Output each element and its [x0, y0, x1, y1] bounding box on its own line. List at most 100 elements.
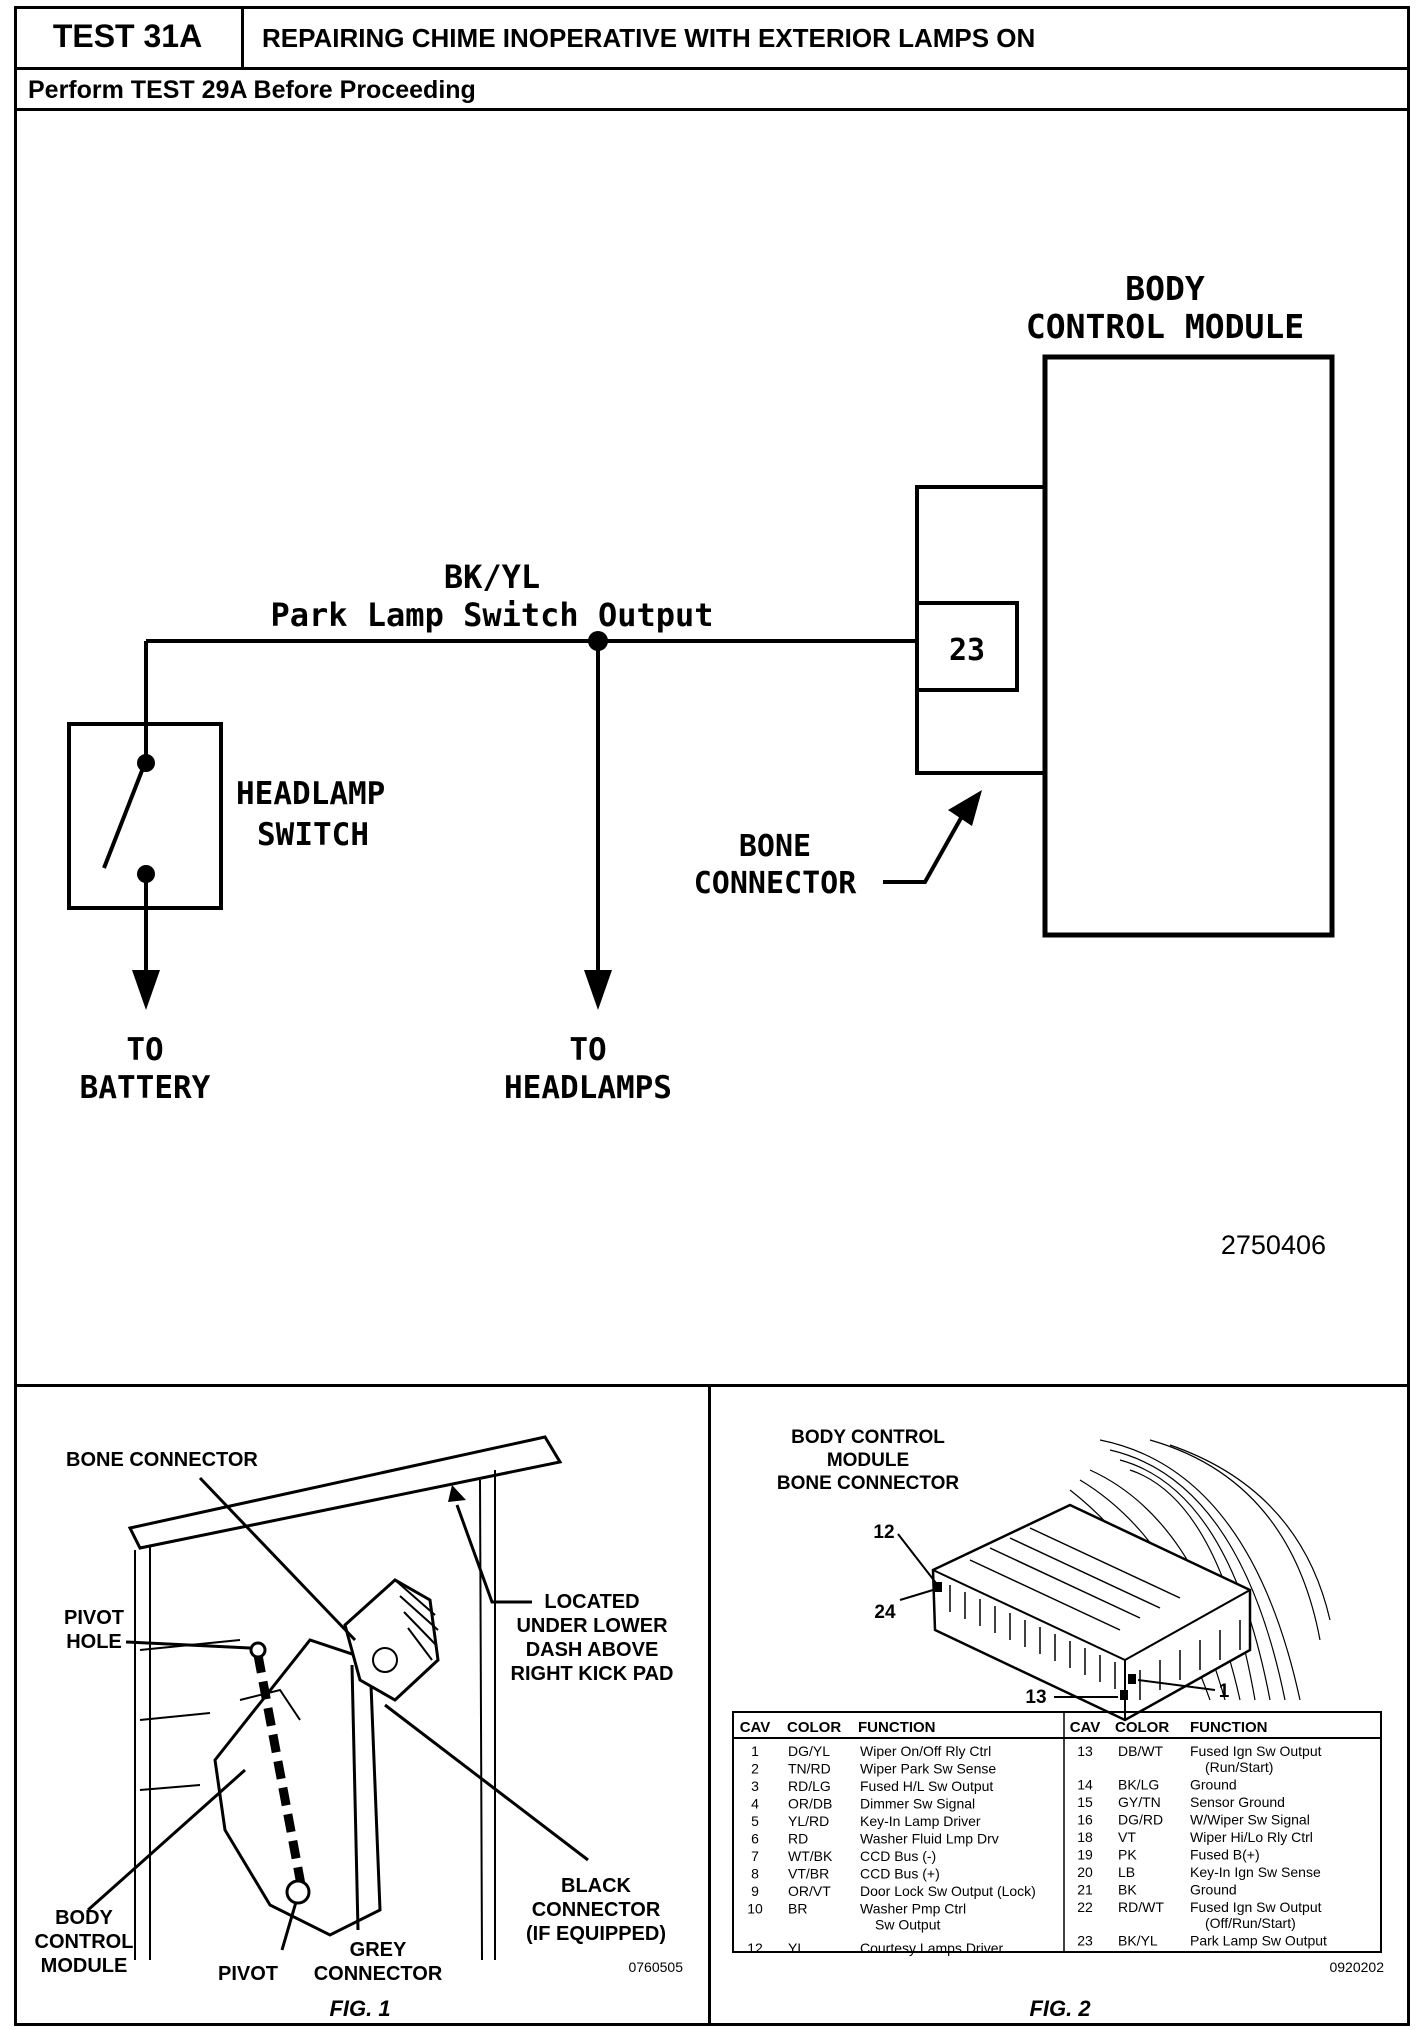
- table-cell-cav: 8: [751, 1866, 759, 1882]
- bcm-label-line1: BODY: [1125, 269, 1205, 308]
- table-cell-cav: 15: [1077, 1794, 1093, 1810]
- switch-blade: [102, 767, 145, 869]
- table-cell-color: LB: [1118, 1864, 1135, 1880]
- leader-pin-24: [899, 1589, 934, 1601]
- table-cell-function: Courtesy Lamps Driver: [860, 1940, 1003, 1956]
- divider: [14, 108, 1410, 111]
- pin-1-marker: [1128, 1674, 1136, 1684]
- table-cell-color: OR/DB: [788, 1796, 832, 1812]
- pin-13-marker: [1120, 1690, 1128, 1700]
- page-frame: [14, 6, 1410, 2026]
- table-cell-color: DG/YL: [788, 1743, 830, 1759]
- table-cell-cav: 14: [1077, 1777, 1093, 1793]
- table-cell-cav: 6: [751, 1831, 759, 1847]
- leader-pin-12: [897, 1533, 937, 1584]
- table-cell-function: Sensor Ground: [1190, 1794, 1285, 1810]
- table-cell-color: WT/BK: [788, 1848, 833, 1864]
- fig1-black-conn-line3: (IF EQUIPPED): [526, 1923, 666, 1945]
- connector-cavities: [949, 1527, 1241, 1700]
- table-cell-color: BR: [788, 1901, 807, 1917]
- cavity-number: 23: [949, 633, 985, 668]
- connector-fins: [394, 1579, 439, 1661]
- table-cell-function: Fused Ign Sw Output: [1190, 1899, 1322, 1915]
- table-cell-function: Fused B(+): [1190, 1847, 1260, 1863]
- table-header-cell: FUNCTION: [858, 1719, 936, 1736]
- bcm-module-shape: [213, 1638, 382, 1937]
- pivot-mark: [285, 1879, 311, 1905]
- table-header-cell: CAV: [740, 1719, 771, 1736]
- switch-label-line1: HEADLAMP: [236, 776, 385, 812]
- table-cell-cav: 12: [747, 1940, 763, 1956]
- table-cell-function: CCD Bus (+): [860, 1866, 940, 1882]
- fig2-caption: FIG. 2: [1029, 1996, 1091, 2021]
- fig1-bcm-line3: MODULE: [41, 1955, 128, 1977]
- table-cell-color: YL/RD: [788, 1813, 829, 1829]
- table-cell-color: RD/WT: [1118, 1899, 1164, 1915]
- headlamps-label-line1: TO: [569, 1032, 606, 1068]
- connector-label-line2: CONNECTOR: [694, 866, 857, 901]
- table-cell-color: DB/WT: [1118, 1743, 1164, 1759]
- table-cell-cav: 7: [751, 1848, 759, 1864]
- fig1-figure-number: 0760505: [628, 1959, 683, 1975]
- fig1-located-line2: UNDER LOWER: [516, 1615, 668, 1637]
- table-cell-cav: 2: [751, 1761, 759, 1777]
- table-cell-function: (Run/Start): [1205, 1759, 1273, 1775]
- table-cell-cav: 10: [747, 1901, 763, 1917]
- pivot-hole-mark: [249, 1641, 267, 1659]
- table-cell-function: Sw Output: [875, 1917, 940, 1933]
- table-cell-cav: 9: [751, 1883, 759, 1899]
- table-cell-function: Park Lamp Sw Output: [1190, 1933, 1327, 1949]
- wiring-schematic: BODY CONTROL MODULE BK/YL Park Lamp Swit…: [67, 269, 1335, 1260]
- bone-connector-housing: [915, 485, 1045, 775]
- fig2-title-line3: BONE CONNECTOR: [777, 1473, 960, 1494]
- table-cell-function: W/Wiper Sw Signal: [1190, 1812, 1310, 1828]
- table-cell-color: GY/TN: [1118, 1794, 1161, 1810]
- table-cell-function: Washer Pmp Ctrl: [860, 1901, 966, 1917]
- fig2-title-line1: BODY CONTROL: [791, 1427, 945, 1448]
- battery-label-line1: TO: [126, 1032, 163, 1068]
- leader-pivot-hole: [125, 1640, 251, 1650]
- connector-pointer-line: [883, 817, 963, 884]
- table-cell-cav: 19: [1077, 1847, 1093, 1863]
- pin-12-label: 12: [873, 1522, 894, 1543]
- table-cell-color: RD/LG: [788, 1778, 831, 1794]
- table-cell-function: Fused Ign Sw Output: [1190, 1743, 1322, 1759]
- panel-rib: [139, 1712, 211, 1721]
- kick-panel-edge: [479, 1479, 483, 1961]
- wire-color-label: BK/YL: [444, 558, 540, 596]
- test-title: REPAIRING CHIME INOPERATIVE WITH EXTERIO…: [262, 23, 1036, 53]
- table-header-cell: COLOR: [787, 1719, 841, 1736]
- table-cell-cav: 13: [1077, 1743, 1093, 1759]
- fig1-black-conn-line1: BLACK: [561, 1875, 632, 1897]
- table-cell-function: Key-In Ign Sw Sense: [1190, 1864, 1321, 1880]
- prerequisite-note: Perform TEST 29A Before Proceeding: [28, 76, 476, 104]
- table-cell-color: VT: [1118, 1829, 1136, 1845]
- table-cell-function: Key-In Lamp Driver: [860, 1813, 981, 1829]
- module-tab: [239, 1688, 301, 1721]
- fig1-bcm-line1: BODY: [55, 1907, 113, 1929]
- battery-label-line2: BATTERY: [80, 1070, 211, 1106]
- pin-1-label: 1: [1219, 1681, 1230, 1702]
- table-cell-color: YL: [788, 1940, 805, 1956]
- fig2-illustration: BODY CONTROL MODULE BONE CONNECTOR: [732, 1427, 1384, 2021]
- connector-pointer-arrow: [948, 790, 982, 826]
- leader-bone-connector: [198, 1476, 357, 1642]
- body-control-module-box: [1042, 354, 1335, 938]
- connector-ring: [372, 1647, 398, 1673]
- fig2-figure-number: 0920202: [1329, 1959, 1384, 1975]
- headlamps-arrow: [584, 970, 612, 1010]
- table-cell-function: Door Lock Sw Output (Lock): [860, 1883, 1036, 1899]
- fig2-title-line2: MODULE: [827, 1450, 909, 1471]
- leader-located-arrow: [448, 1485, 466, 1502]
- table-cell-cav: 4: [751, 1796, 759, 1812]
- table-cell-color: OR/VT: [788, 1883, 831, 1899]
- leader-pivot: [280, 1901, 298, 1951]
- table-cell-function: CCD Bus (-): [860, 1848, 936, 1864]
- switch-label-line2: SWITCH: [257, 817, 369, 853]
- battery-arrow: [132, 970, 160, 1010]
- table-cell-function: Ground: [1190, 1777, 1237, 1793]
- fig1-illustration: BONE CONNECTOR PIVOT HOLE LOCATED UNDER …: [35, 1435, 683, 2021]
- fig1-located-line1: LOCATED: [544, 1591, 639, 1613]
- table-cell-cav: 23: [1077, 1933, 1093, 1949]
